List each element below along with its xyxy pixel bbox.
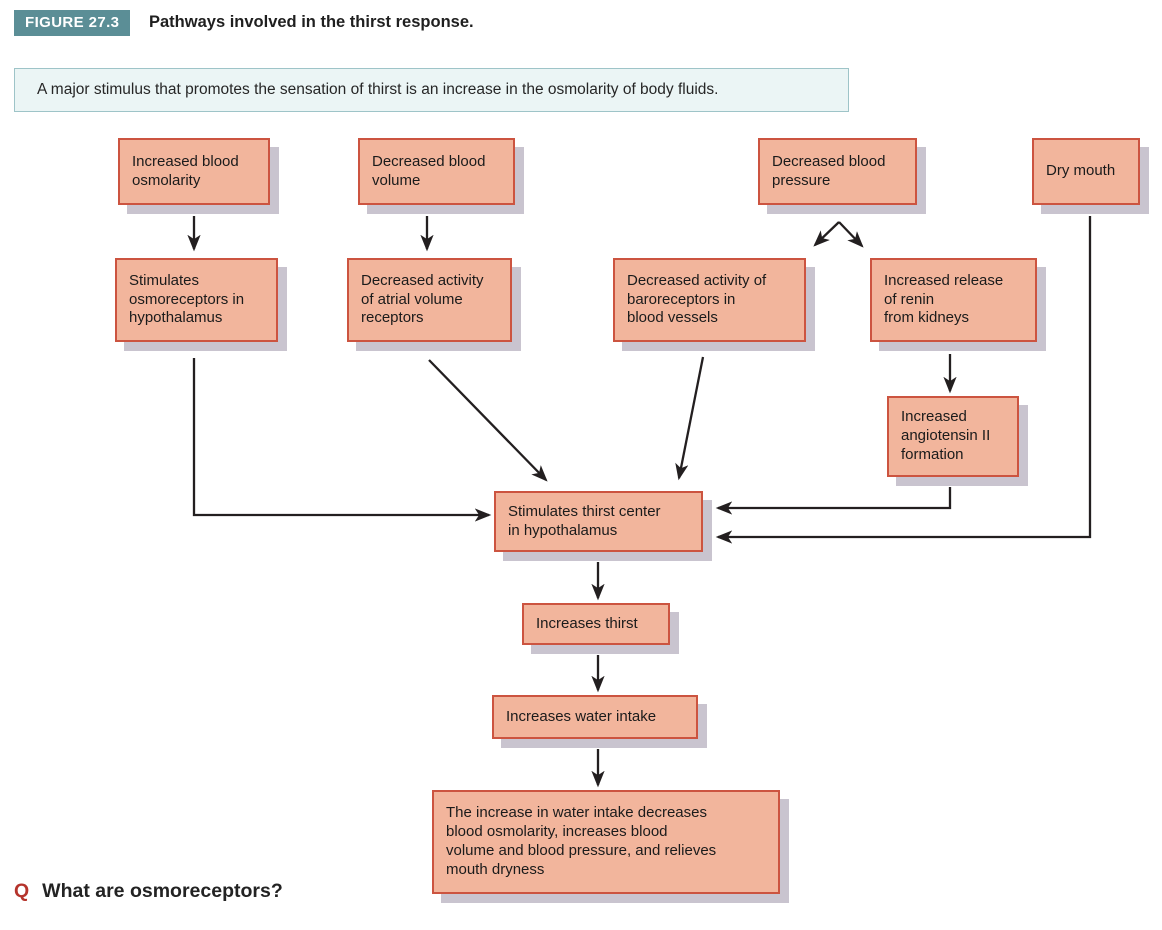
- node-label: Stimulates thirst center in hypothalamus: [508, 502, 661, 539]
- node-decreased-atrial-volume-receptors: Decreased activity of atrial volume rece…: [347, 258, 512, 342]
- node-label: Increased release of renin from kidneys: [884, 271, 1004, 327]
- node-label: Increases water intake: [506, 707, 657, 725]
- node-stimulates-osmoreceptors: Stimulates osmoreceptors in hypothalamus: [115, 258, 278, 342]
- arrow-angiotensin-to-thirst-center: [715, 487, 952, 515]
- figure-number-badge: FIGURE 27.3: [14, 10, 131, 36]
- arrow-atrial-to-thirst-center: [428, 359, 548, 482]
- arrow-drymouth-to-thirst-center: [715, 216, 1092, 544]
- node-dry-mouth: Dry mouth: [1032, 138, 1140, 205]
- node-label: Decreased activity of baroreceptors in b…: [627, 271, 767, 327]
- node-increases-water-intake: Increases water intake: [492, 695, 698, 739]
- figure-question: Q What are osmoreceptors?: [14, 880, 283, 903]
- key-concept-text: A major stimulus that promotes the sensa…: [37, 81, 719, 98]
- node-label: Increases thirst: [536, 614, 638, 632]
- node-increases-thirst: Increases thirst: [522, 603, 670, 645]
- figure-title: Pathways involved in the thirst response…: [149, 13, 474, 31]
- arrow-pressure-to-baroreceptors: [813, 221, 840, 247]
- node-decreased-baroreceptors: Decreased activity of baroreceptors in b…: [613, 258, 806, 342]
- node-label: Decreased blood pressure: [772, 152, 886, 189]
- node-label: Stimulates osmoreceptors in hypothalamus: [129, 271, 245, 327]
- node-label: Decreased activity of atrial volume rece…: [361, 271, 484, 327]
- node-label: The increase in water intake decreases b…: [446, 804, 717, 878]
- arrow-pressure-to-renin: [838, 221, 864, 248]
- node-increased-angiotensin: Increased angiotensin II formation: [887, 396, 1019, 477]
- node-label: Dry mouth: [1046, 162, 1116, 180]
- key-concept-box: A major stimulus that promotes the sensa…: [14, 68, 849, 112]
- node-label: Increased blood osmolarity: [132, 152, 239, 189]
- question-text: What are osmoreceptors?: [42, 880, 283, 902]
- node-label: Increased angiotensin II formation: [901, 408, 991, 463]
- node-feedback-result: The increase in water intake decreases b…: [432, 790, 780, 894]
- node-label: Decreased blood volume: [372, 152, 486, 189]
- arrow-osmoreceptors-to-thirst-center: [192, 358, 492, 522]
- node-increased-renin-release: Increased release of renin from kidneys: [870, 258, 1037, 342]
- question-marker: Q: [14, 880, 30, 902]
- node-stimulates-thirst-center: Stimulates thirst center in hypothalamus: [494, 491, 703, 552]
- node-decreased-blood-volume: Decreased blood volume: [358, 138, 515, 205]
- arrow-baroreceptors-to-thirst-center: [675, 356, 705, 481]
- node-increased-blood-osmolarity: Increased blood osmolarity: [118, 138, 270, 205]
- node-decreased-blood-pressure: Decreased blood pressure: [758, 138, 917, 205]
